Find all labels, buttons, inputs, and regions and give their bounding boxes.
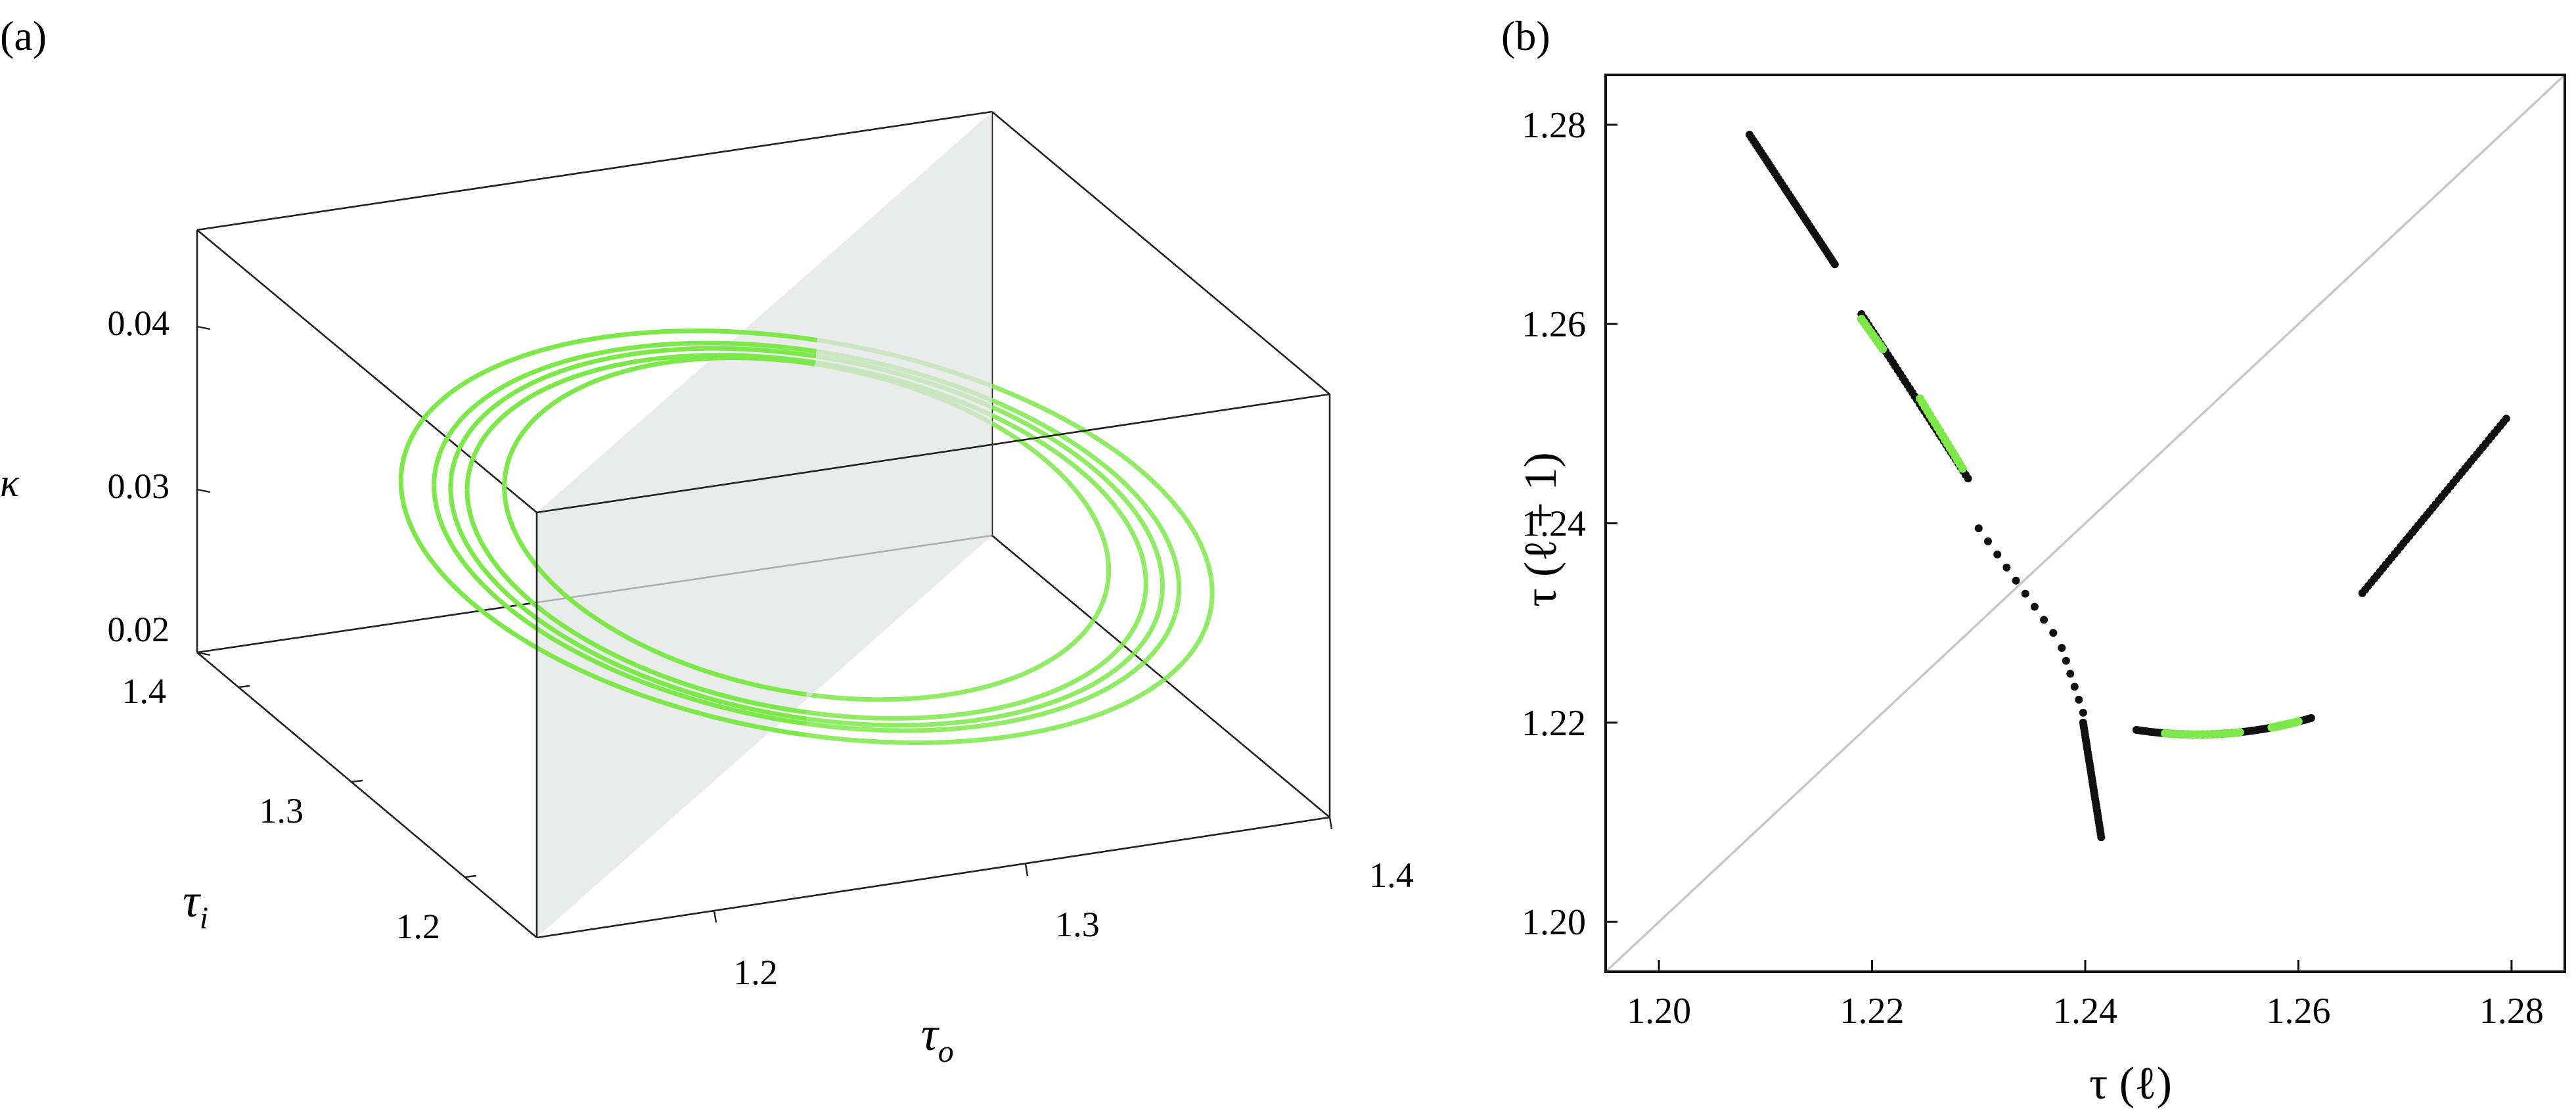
- return-map-point: [2040, 616, 2048, 624]
- attractor-loop-front: [432, 340, 817, 726]
- y-tick-label: 1.24: [1522, 504, 1586, 545]
- x-axis-label: τ (ℓ): [2089, 1058, 2172, 1109]
- z-tick: [196, 488, 211, 493]
- return-map-point: [2070, 683, 2079, 691]
- tau-o-tick: [713, 910, 717, 923]
- return-map-point: [2066, 670, 2075, 678]
- tau-i-tick: [350, 779, 363, 783]
- return-map-point: [2030, 602, 2039, 611]
- box-edge: [196, 110, 993, 231]
- return-map-point: [1964, 474, 1972, 483]
- tau-o-tick: [1024, 863, 1029, 876]
- z-axis-label: κ: [0, 461, 20, 505]
- box-edge: [536, 816, 1330, 939]
- box-edge: [196, 652, 537, 938]
- tau-o-tick-label: 1.3: [1055, 905, 1100, 944]
- return-map-point: [1974, 524, 1983, 533]
- return-map-point: [2502, 415, 2510, 423]
- return-map-point: [2097, 833, 2106, 842]
- return-map-point: [2002, 563, 2011, 572]
- x-axis: 1.20 1.22 1.24 1.26 1.28: [1627, 960, 2544, 1032]
- y-axis-label: τ (ℓ + 1): [1516, 452, 1566, 606]
- return-map-point: [1830, 260, 1839, 269]
- tau-i-axis: 1.4 1.3 1.2 τi: [122, 671, 477, 946]
- return-map-point: [2021, 589, 2029, 598]
- panel-a-label: (a): [0, 12, 47, 59]
- panel-b-label: (b): [1501, 12, 1550, 59]
- identity-diagonal: [1606, 75, 2565, 972]
- attractor-loop-front: [448, 346, 817, 721]
- return-map-point: [2012, 576, 2020, 585]
- return-map-point-green: [1878, 344, 1887, 353]
- attractor-loop-back: [806, 349, 1182, 733]
- return-map-point: [1984, 537, 1992, 545]
- y-tick-label: 1.26: [1522, 304, 1586, 345]
- x-tick-label: 1.24: [2053, 991, 2117, 1032]
- return-map-point: [2307, 714, 2315, 722]
- y-tick-label: 1.22: [1522, 703, 1586, 744]
- x-tick-label: 1.22: [1840, 991, 1905, 1032]
- return-map-point: [2079, 708, 2087, 717]
- x-tick-label: 1.20: [1627, 991, 1691, 1032]
- box-edge: [536, 393, 1330, 514]
- return-map-point: [1993, 550, 2002, 558]
- z-tick: [196, 651, 211, 656]
- box-edge: [196, 229, 537, 513]
- x-tick-label: 1.28: [2479, 991, 2544, 1032]
- y-tick-label: 1.28: [1522, 105, 1586, 146]
- tau-i-tick-label: 1.4: [122, 671, 167, 711]
- y-tick-label: 1.20: [1522, 902, 1586, 943]
- attractor-front: [398, 329, 818, 738]
- z-tick: [196, 325, 211, 330]
- return-map-point: [2049, 629, 2058, 637]
- box-front-edges: [535, 393, 1331, 939]
- attractor-loop-front: [464, 353, 816, 715]
- z-tick-label: 0.03: [108, 466, 170, 506]
- panel-a-3d-plot: 0.04 0.03 0.02 κ 1.4 1.3 1.2 τi 1.2 1.3 …: [0, 110, 1414, 1069]
- attractor-loop-back: [806, 338, 1215, 745]
- tau-i-tick-label: 1.2: [396, 907, 441, 946]
- return-map-point-green: [2235, 728, 2244, 737]
- attractor-loop-front: [398, 329, 818, 738]
- z-tick-label: 0.04: [108, 304, 170, 343]
- box-edge: [991, 535, 1330, 818]
- tau-o-axis-label: τo: [921, 1008, 954, 1069]
- tau-o-tick-label: 1.4: [1369, 855, 1414, 895]
- return-map-point-green: [1958, 464, 1967, 473]
- attractor-loop-front: [502, 355, 815, 697]
- return-map-point: [2075, 695, 2083, 704]
- section-plane: [537, 112, 992, 938]
- tau-i-tick-label: 1.3: [260, 791, 304, 830]
- x-tick-label: 1.26: [2266, 991, 2330, 1032]
- tau-o-tick: [1328, 817, 1333, 830]
- z-tick-label: 0.02: [108, 610, 170, 649]
- tau-i-tick: [464, 874, 477, 878]
- tau-i-axis-label: τi: [183, 874, 208, 936]
- green-points: [1857, 315, 2303, 739]
- return-map-point: [2058, 644, 2066, 652]
- return-map-point: [2062, 656, 2070, 665]
- diagonal-layer: [1606, 75, 2565, 972]
- tau-o-tick-label: 1.2: [733, 953, 778, 992]
- y-axis: 1.20 1.22 1.24 1.26 1.28: [1522, 105, 1617, 943]
- z-axis: 0.04 0.03 0.02 κ: [0, 304, 211, 656]
- box-edge: [991, 111, 1330, 395]
- tau-i-tick: [237, 685, 250, 689]
- return-map-point-green: [2294, 717, 2303, 726]
- tau-o-axis: 1.2 1.3 1.4 τo: [713, 817, 1414, 1069]
